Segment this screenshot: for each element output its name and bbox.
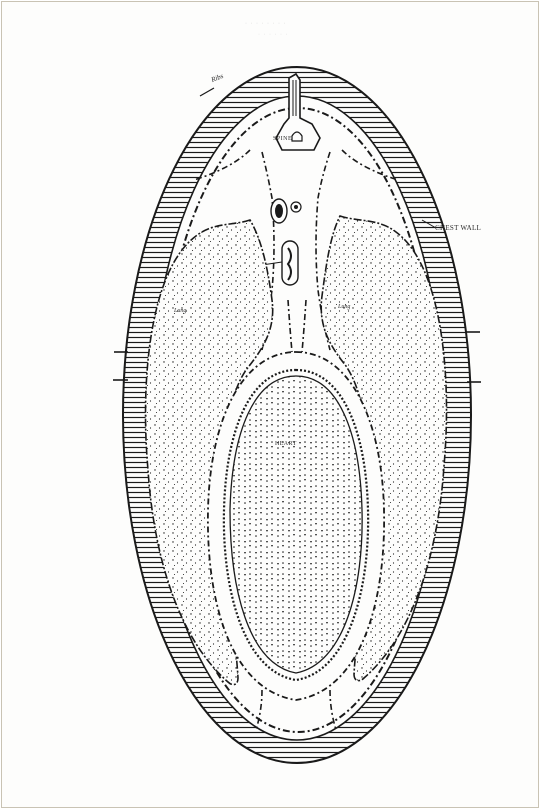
spine-label: SPINE bbox=[273, 136, 292, 142]
faint-text-line-2: · · · · · · bbox=[258, 32, 289, 38]
left-lung-label: Lung bbox=[174, 308, 186, 314]
ribs-leader bbox=[200, 88, 214, 96]
right-lung-label: Lung bbox=[338, 304, 350, 310]
chest-wall-label: CHEST WALL bbox=[435, 225, 481, 232]
heart-label: HEART bbox=[275, 441, 297, 447]
heart bbox=[224, 370, 368, 680]
faint-text-line-1: · · · · · · · · bbox=[245, 21, 286, 27]
